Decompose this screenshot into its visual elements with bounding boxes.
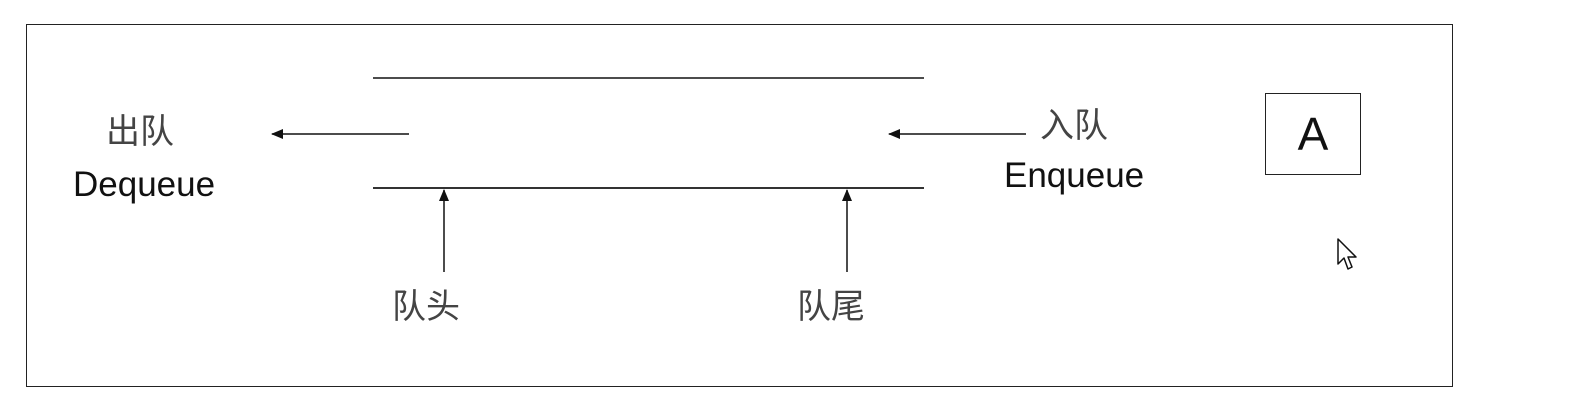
diagram-frame — [26, 24, 1453, 387]
a-button-label: A — [1297, 108, 1329, 160]
dequeue-label-english: Dequeue — [73, 165, 216, 204]
queue-tail-label: 队尾 — [797, 287, 865, 327]
enqueue-label-chinese: 入队 — [1040, 106, 1108, 146]
queue-head-label: 队头 — [392, 287, 460, 327]
a-button[interactable]: A — [1265, 93, 1361, 175]
mouse-pointer-icon — [1337, 238, 1357, 270]
enqueue-label-english: Enqueue — [1004, 156, 1145, 195]
dequeue-label-chinese: 出队 — [106, 112, 174, 152]
